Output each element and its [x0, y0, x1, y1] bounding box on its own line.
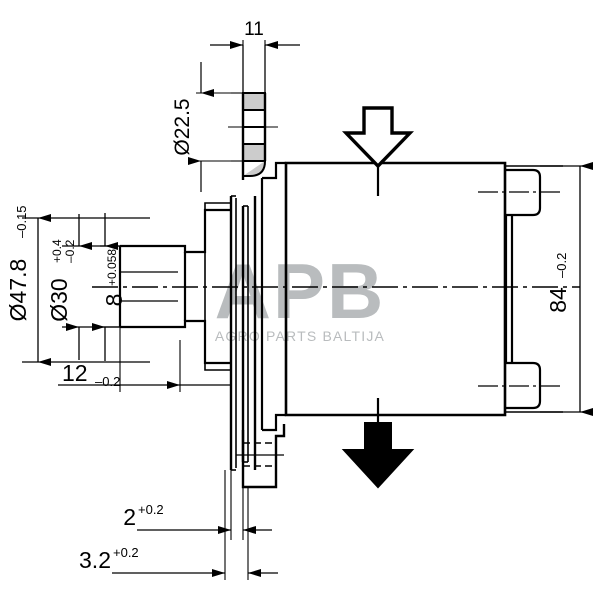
flange-top-step [262, 161, 286, 432]
shaft-inner-step [120, 271, 178, 302]
dimension-label-dia-30: Ø30 [46, 278, 72, 321]
dimension-label-3-2: 3.2 [79, 547, 111, 573]
flange-plates [229, 178, 264, 471]
dimension-tolerance-12: –0.2 [95, 374, 120, 389]
dimension-tolerance-upper-dia-30: +0.4 [50, 239, 64, 263]
lug-centerlines [478, 191, 560, 387]
dimension-tolerance-2: +0.2 [138, 502, 164, 517]
dimension-tolerance-dia-47-8: –0.15 [14, 205, 29, 238]
dimension-dia-30: Ø30 +0.4 –0.2 [46, 214, 122, 360]
dimension-width-11: 11 [210, 19, 300, 95]
dimension-label-dia-47-8: Ø47.8 [5, 259, 31, 322]
watermark: APB AGRO PARTS BALTIJA [215, 247, 386, 344]
dimension-tolerance-upper-8: +0.058 [105, 249, 119, 286]
dimension-tolerance-3-2: +0.2 [113, 545, 139, 560]
dimension-label-11: 11 [244, 19, 264, 40]
pump-body-outline [284, 161, 507, 417]
dimension-tolerance-lower-dia-30: –0.2 [63, 239, 77, 263]
dimension-label-8: 8 [101, 294, 127, 307]
dimension-label-84: 84 [545, 287, 571, 313]
watermark-logo: APB [215, 247, 386, 335]
outlet-flow-arrow-icon [341, 398, 415, 489]
dimension-dia-47-8: Ø47.8 –0.15 [5, 205, 150, 366]
drive-shaft [228, 45, 278, 180]
dimension-84: 84 –0.2 [540, 162, 593, 416]
dimension-12: 12 –0.2 [58, 327, 232, 392]
dimension-2: 2 +0.2 [123, 470, 272, 540]
inlet-flow-arrow-icon [341, 106, 415, 196]
dimension-label-dia-22-5: Ø22.5 [171, 98, 194, 155]
right-end-cap [504, 168, 542, 410]
dimension-label-12: 12 [62, 360, 88, 386]
dimension-label-2: 2 [123, 504, 136, 530]
dimension-8: 8 +0.058 [92, 213, 152, 361]
dimension-tolerance-84: –0.2 [554, 253, 569, 278]
watermark-tagline: AGRO PARTS BALTIJA [215, 328, 385, 344]
dimension-dia-22-5: Ø22.5 [171, 62, 248, 192]
dimension-3-2: 3.2 +0.2 [79, 470, 278, 580]
bottom-port-hidden-lines [236, 436, 284, 487]
